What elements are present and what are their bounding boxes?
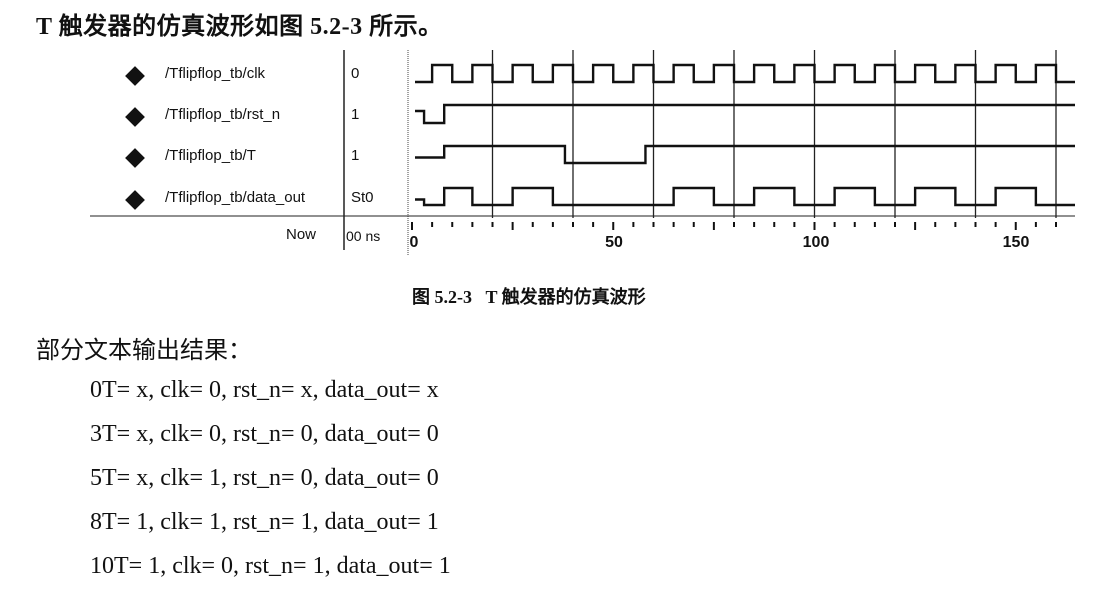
signal-value-t: 1 [351, 147, 360, 164]
output-line: 3T= x, clk= 0, rst_n= 0, data_out= 0 [90, 421, 439, 447]
waveform-trace [415, 186, 1075, 207]
waveform-trace [415, 144, 1075, 165]
output-line: 0T= x, clk= 0, rst_n= x, data_out= x [90, 377, 439, 403]
axis-tick-label: 0 [409, 234, 419, 251]
waveform-plot [90, 50, 1075, 255]
axis-tick-label: 100 [802, 234, 830, 251]
output-line: 10T= 1, clk= 0, rst_n= 1, data_out= 1 [90, 553, 451, 579]
section-title: 部分文本输出结果： [36, 338, 252, 364]
figure-caption: 图 5.2-3 T 触发器的仿真波形 [412, 287, 646, 307]
signal-name-data-out[interactable]: /Tflipflop_tb/data_out [165, 189, 306, 206]
output-line: 5T= x, clk= 1, rst_n= 0, data_out= 0 [90, 465, 439, 491]
waveform-trace [415, 63, 1075, 84]
waveform-viewer: /Tflipflop_tb/clk 0 /Tflipflop_tb/rst_n … [0, 50, 1108, 265]
now-label: Now [286, 226, 317, 243]
signal-value-clk: 0 [351, 65, 360, 82]
signal-name-t[interactable]: /Tflipflop_tb/T [165, 147, 256, 164]
waveform-trace [415, 103, 1075, 125]
signal-name-clk[interactable]: /Tflipflop_tb/clk [165, 65, 266, 82]
signal-value-rst-n: 1 [351, 106, 360, 123]
output-line: 8T= 1, clk= 1, rst_n= 1, data_out= 1 [90, 509, 439, 535]
now-value: 00 ns [346, 228, 381, 244]
axis-tick-label: 150 [1002, 234, 1030, 251]
signal-name-rst-n[interactable]: /Tflipflop_tb/rst_n [165, 106, 281, 123]
axis-tick-label: 50 [605, 234, 623, 251]
signal-value-data-out: St0 [351, 189, 374, 206]
intro-text: T 触发器的仿真波形如图 5.2-3 所示。 [36, 14, 443, 40]
